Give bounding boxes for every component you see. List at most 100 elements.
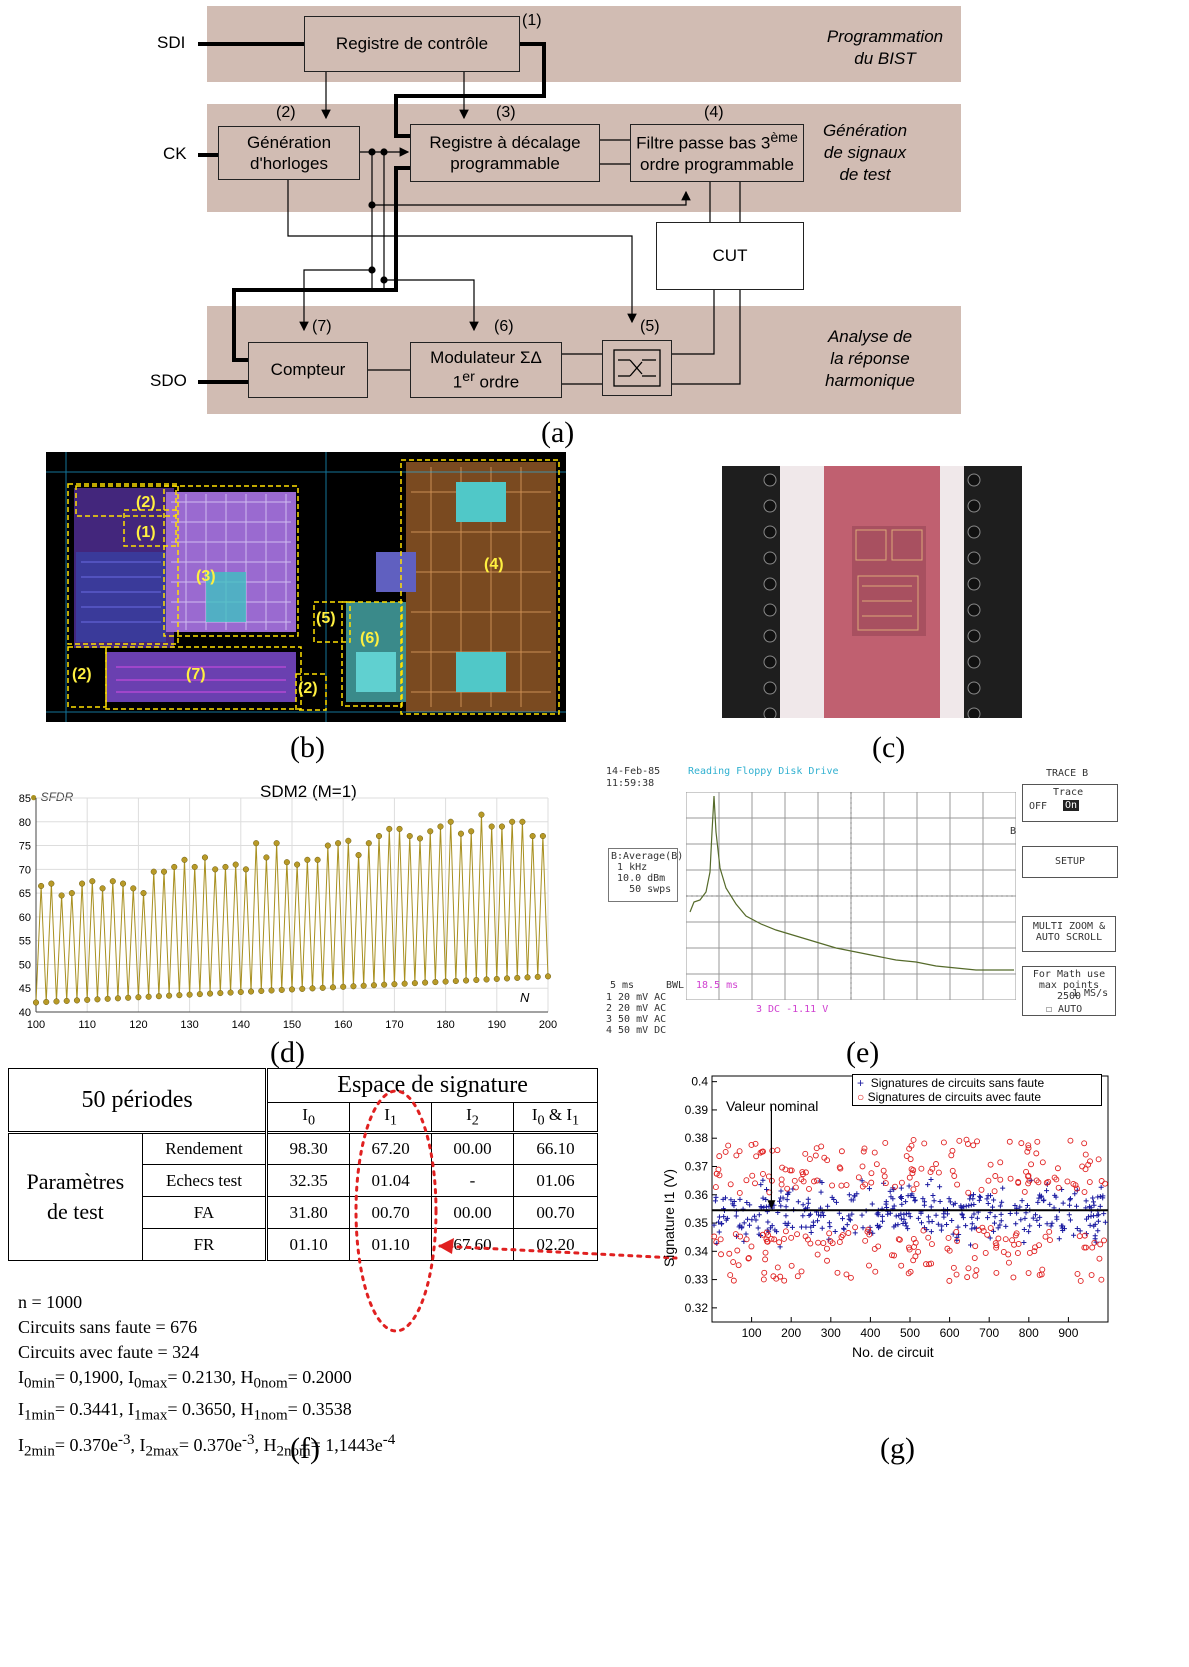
point-avec-faute bbox=[871, 1149, 878, 1156]
point-avec-faute bbox=[898, 1262, 905, 1269]
point-avec-faute bbox=[979, 1224, 986, 1231]
sfdr-point bbox=[258, 987, 265, 995]
scope-auto[interactable]: ☐ AUTO bbox=[1046, 1004, 1083, 1015]
point-sans-faute bbox=[972, 1225, 978, 1231]
point-avec-faute bbox=[915, 1248, 922, 1255]
sfdr-point bbox=[381, 981, 388, 988]
point-sans-faute bbox=[1012, 1203, 1018, 1209]
point-avec-faute bbox=[984, 1231, 991, 1238]
point-sans-faute bbox=[928, 1229, 934, 1235]
x-tick-label: 900 bbox=[1058, 1326, 1078, 1340]
chip-layout: (2) (1) (3) (4) (5) (6) (2) (7) (2) bbox=[46, 452, 566, 722]
point-avec-faute bbox=[1096, 1255, 1103, 1262]
signal-sdo: SDO bbox=[150, 371, 187, 390]
setup-button[interactable]: SETUP bbox=[1022, 846, 1118, 878]
point-avec-faute bbox=[791, 1177, 798, 1184]
point-sans-faute bbox=[1049, 1220, 1055, 1226]
point-sans-faute bbox=[1067, 1217, 1073, 1223]
sfdr-point bbox=[360, 982, 367, 989]
trace-panel[interactable]: Trace OFF On bbox=[1022, 784, 1118, 822]
point-sans-faute bbox=[895, 1222, 901, 1228]
point-sans-faute bbox=[1067, 1202, 1073, 1208]
trace-off[interactable]: OFF bbox=[1029, 801, 1048, 812]
point-avec-faute bbox=[953, 1228, 960, 1235]
point-avec-faute bbox=[759, 1148, 765, 1155]
point-sans-faute bbox=[944, 1222, 950, 1228]
point-sans-faute bbox=[849, 1211, 855, 1217]
point-sans-faute bbox=[1036, 1222, 1042, 1228]
point-avec-faute bbox=[824, 1245, 830, 1252]
point-avec-faute bbox=[913, 1181, 920, 1188]
y-tick-label: 45 bbox=[19, 983, 31, 995]
point-sans-faute bbox=[711, 1222, 717, 1228]
sfdr-point bbox=[386, 825, 393, 832]
point-sans-faute bbox=[925, 1214, 931, 1220]
y-tick-label: 0.34 bbox=[685, 1244, 709, 1258]
point-avec-faute bbox=[1074, 1270, 1081, 1277]
point-avec-faute bbox=[802, 1150, 809, 1157]
sfdr-point bbox=[437, 823, 444, 830]
point-avec-faute bbox=[1101, 1237, 1107, 1244]
point-avec-faute bbox=[882, 1140, 889, 1146]
point-avec-faute bbox=[1097, 1241, 1104, 1248]
col-i1: I1 bbox=[349, 1102, 433, 1133]
point-avec-faute bbox=[776, 1239, 783, 1246]
point-sans-faute bbox=[1035, 1199, 1041, 1205]
point-avec-faute bbox=[995, 1235, 1002, 1242]
point-sans-faute bbox=[744, 1199, 750, 1205]
point-avec-faute bbox=[945, 1235, 952, 1241]
point-sans-faute bbox=[1067, 1196, 1073, 1202]
sfdr-point bbox=[524, 974, 531, 981]
sfdr-point bbox=[401, 980, 408, 987]
sfdr-point bbox=[365, 840, 372, 847]
point-avec-faute bbox=[1014, 1250, 1021, 1257]
point-avec-faute bbox=[1087, 1158, 1093, 1165]
point-avec-faute bbox=[838, 1182, 845, 1189]
sfdr-point bbox=[478, 811, 485, 818]
point-sans-faute bbox=[891, 1224, 897, 1230]
multi-zoom-button[interactable]: MULTI ZOOM &AUTO SCROLL bbox=[1022, 916, 1116, 952]
point-sans-faute bbox=[991, 1220, 997, 1226]
point-sans-faute bbox=[990, 1204, 996, 1210]
point-avec-faute bbox=[765, 1232, 772, 1239]
point-avec-faute bbox=[733, 1152, 740, 1159]
point-avec-faute bbox=[1002, 1236, 1009, 1243]
point-sans-faute bbox=[1093, 1239, 1099, 1245]
point-avec-faute bbox=[859, 1183, 866, 1190]
point-avec-faute bbox=[1077, 1278, 1084, 1284]
sfdr-point bbox=[309, 985, 316, 992]
point-sans-faute bbox=[1033, 1212, 1039, 1218]
point-avec-faute bbox=[861, 1145, 868, 1152]
point-sans-faute bbox=[783, 1213, 789, 1219]
layout-label: (2) bbox=[136, 494, 156, 511]
point-sans-faute bbox=[1052, 1192, 1058, 1198]
point-sans-faute bbox=[1060, 1223, 1066, 1229]
point-avec-faute bbox=[839, 1232, 846, 1239]
panel-label-d: (d) bbox=[270, 1036, 305, 1069]
point-avec-faute bbox=[1015, 1179, 1022, 1185]
point-sans-faute bbox=[1074, 1226, 1080, 1232]
point-avec-faute bbox=[815, 1239, 822, 1246]
point-sans-faute bbox=[1083, 1198, 1089, 1204]
sfdr-point bbox=[89, 878, 96, 885]
x-tick-label: 200 bbox=[781, 1326, 801, 1340]
sfdr-point bbox=[176, 992, 183, 999]
point-sans-faute bbox=[918, 1220, 924, 1226]
point-avec-faute bbox=[923, 1261, 929, 1268]
scope-trace: TRACE B bbox=[1046, 768, 1089, 779]
point-avec-faute bbox=[950, 1264, 957, 1271]
point-sans-faute bbox=[985, 1215, 991, 1221]
point-avec-faute bbox=[752, 1140, 759, 1147]
point-avec-faute bbox=[1000, 1249, 1007, 1255]
point-avec-faute bbox=[814, 1177, 821, 1184]
point-sans-faute bbox=[766, 1229, 772, 1235]
point-sans-faute bbox=[985, 1193, 991, 1199]
point-sans-faute bbox=[795, 1199, 801, 1205]
panel-label-c: (c) bbox=[872, 731, 906, 764]
point-avec-faute bbox=[944, 1245, 951, 1252]
trace-on[interactable]: On bbox=[1063, 800, 1080, 811]
point-sans-faute bbox=[969, 1221, 975, 1227]
point-sans-faute bbox=[885, 1211, 891, 1217]
point-avec-faute bbox=[727, 1272, 734, 1279]
